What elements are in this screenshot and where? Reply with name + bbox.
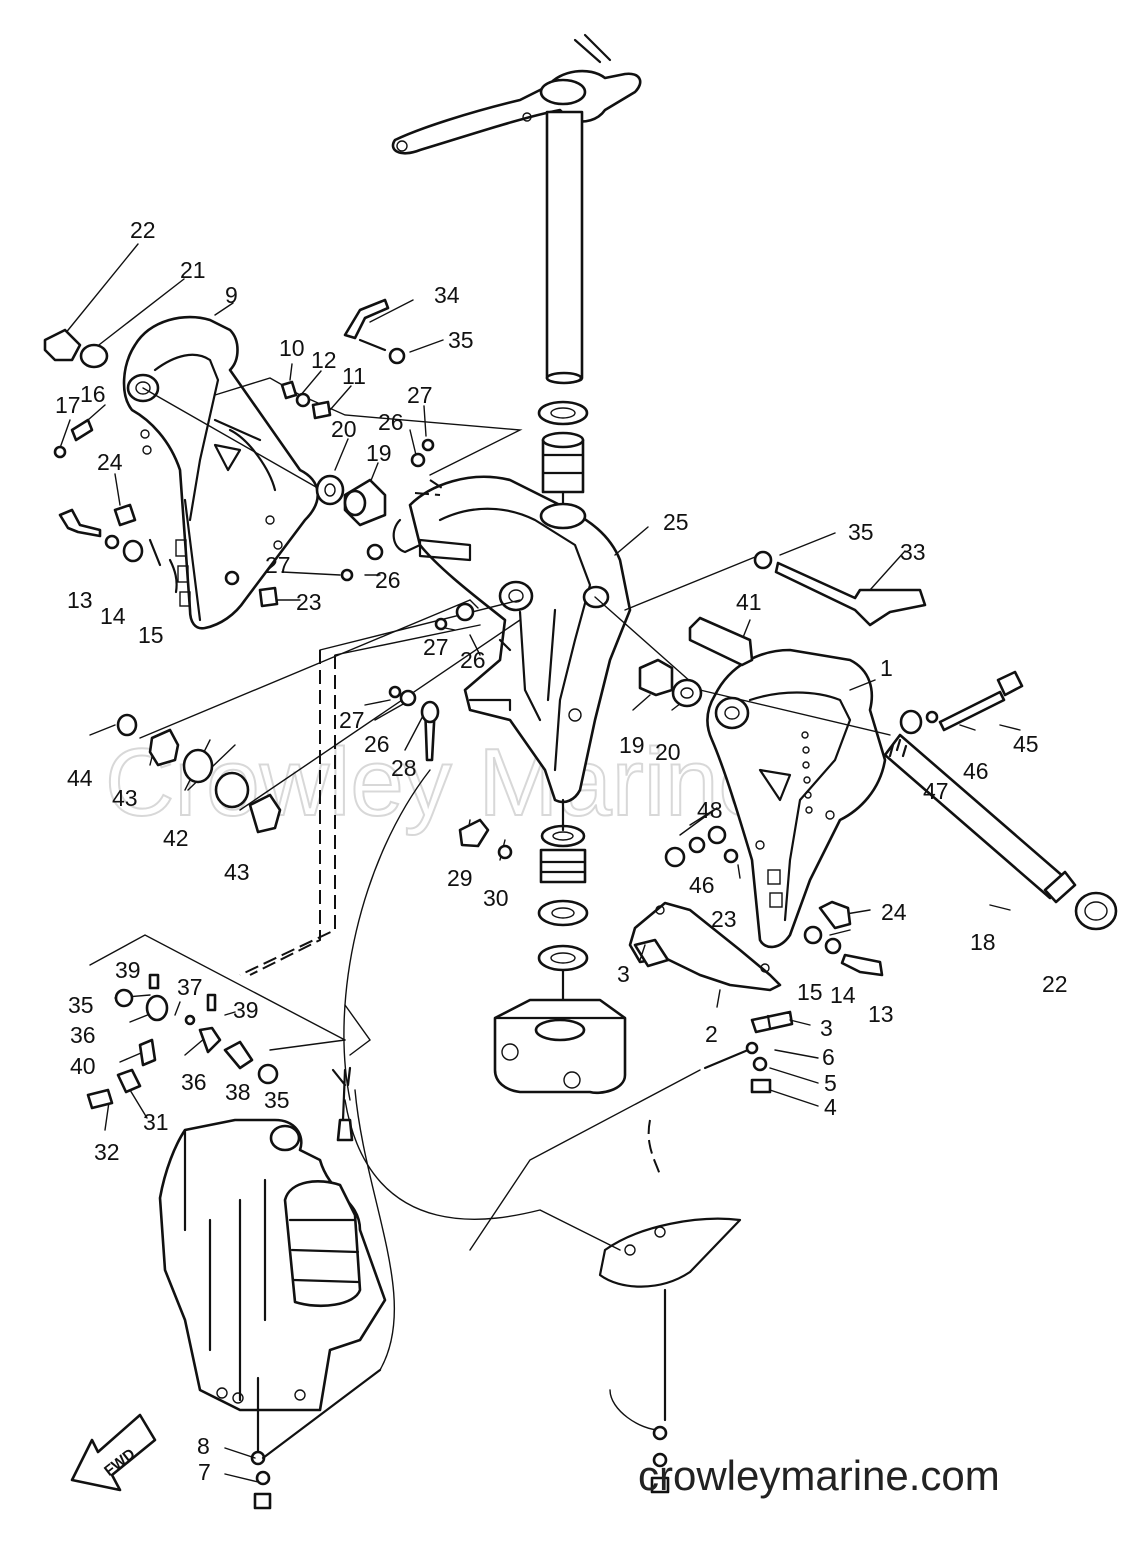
label-41: 41 bbox=[736, 589, 762, 615]
label-36: 36 bbox=[70, 1022, 96, 1048]
label-34: 34 bbox=[434, 282, 460, 308]
label-46: 46 bbox=[689, 872, 715, 898]
fwd-arrow: FWD bbox=[70, 1413, 157, 1492]
label-15: 15 bbox=[138, 622, 164, 648]
label-1: 1 bbox=[880, 655, 893, 681]
label-43: 43 bbox=[112, 785, 138, 811]
label-35: 35 bbox=[448, 327, 474, 353]
label-14: 14 bbox=[100, 603, 126, 629]
label-14: 14 bbox=[830, 982, 856, 1008]
label-26: 26 bbox=[378, 409, 404, 435]
label-27: 27 bbox=[423, 634, 449, 660]
label-23: 23 bbox=[296, 589, 322, 615]
label-44: 44 bbox=[67, 765, 93, 791]
label-22: 22 bbox=[1042, 971, 1068, 997]
label-28: 28 bbox=[391, 755, 417, 781]
label-47: 47 bbox=[923, 778, 949, 804]
part-number-labels: 22 21 9 34 35 10 12 11 17 16 27 26 20 19… bbox=[55, 217, 1068, 1485]
label-38: 38 bbox=[225, 1079, 251, 1105]
label-8: 8 bbox=[197, 1433, 210, 1459]
label-18: 18 bbox=[970, 929, 996, 955]
label-13: 13 bbox=[67, 587, 93, 613]
label-30: 30 bbox=[483, 885, 509, 911]
label-13: 13 bbox=[868, 1001, 894, 1027]
label-32: 32 bbox=[94, 1139, 120, 1165]
label-25: 25 bbox=[663, 509, 689, 535]
label-46: 46 bbox=[963, 758, 989, 784]
label-20: 20 bbox=[655, 739, 681, 765]
label-16: 16 bbox=[80, 381, 106, 407]
hardware-parts bbox=[43, 298, 927, 1110]
label-29: 29 bbox=[447, 865, 473, 891]
label-39: 39 bbox=[115, 957, 141, 983]
label-19: 19 bbox=[366, 440, 392, 466]
tilt-pin bbox=[883, 733, 1118, 931]
label-26: 26 bbox=[460, 647, 486, 673]
label-11: 11 bbox=[342, 363, 366, 389]
label-17: 17 bbox=[55, 392, 81, 418]
label-24: 24 bbox=[881, 899, 907, 925]
watermark: Crowley Marine bbox=[105, 729, 772, 836]
label-27: 27 bbox=[339, 707, 365, 733]
power-trim-tilt-unit bbox=[158, 1066, 387, 1510]
label-35: 35 bbox=[264, 1087, 290, 1113]
label-43: 43 bbox=[224, 859, 250, 885]
label-5: 5 bbox=[824, 1070, 837, 1096]
label-2: 2 bbox=[705, 1021, 718, 1047]
swivel-bracket bbox=[392, 475, 632, 804]
label-22: 22 bbox=[130, 217, 156, 243]
label-48: 48 bbox=[697, 797, 723, 823]
tilt-bolt bbox=[899, 670, 1024, 735]
label-39: 39 bbox=[233, 997, 259, 1023]
label-10: 10 bbox=[279, 335, 305, 361]
label-26: 26 bbox=[364, 731, 390, 757]
label-35: 35 bbox=[848, 519, 874, 545]
label-9: 9 bbox=[225, 282, 238, 308]
label-35: 35 bbox=[68, 992, 94, 1018]
label-37: 37 bbox=[177, 974, 203, 1000]
label-20: 20 bbox=[331, 416, 357, 442]
label-12: 12 bbox=[311, 347, 337, 373]
label-19: 19 bbox=[619, 732, 645, 758]
label-6: 6 bbox=[822, 1044, 835, 1070]
label-26: 26 bbox=[375, 567, 401, 593]
label-4: 4 bbox=[824, 1094, 837, 1120]
lower-engine-outline bbox=[598, 1119, 742, 1494]
label-27: 27 bbox=[407, 382, 433, 408]
steering-shaft bbox=[537, 110, 589, 507]
label-7: 7 bbox=[198, 1459, 211, 1485]
clamp-bracket-right bbox=[706, 648, 887, 949]
label-42: 42 bbox=[163, 825, 189, 851]
label-3: 3 bbox=[820, 1015, 833, 1041]
label-23: 23 bbox=[711, 906, 737, 932]
label-33: 33 bbox=[900, 539, 926, 565]
label-24: 24 bbox=[97, 449, 123, 475]
label-21: 21 bbox=[180, 257, 206, 283]
steering-arm bbox=[391, 33, 642, 155]
support-bracket bbox=[628, 901, 794, 1094]
label-15: 15 bbox=[797, 979, 823, 1005]
label-31: 31 bbox=[143, 1109, 169, 1135]
label-40: 40 bbox=[70, 1053, 96, 1079]
label-45: 45 bbox=[1013, 731, 1039, 757]
clamp-bracket-left bbox=[122, 315, 320, 630]
footer-url[interactable]: crowleymarine.com bbox=[638, 1452, 1000, 1499]
label-36: 36 bbox=[181, 1069, 207, 1095]
lower-shaft-parts bbox=[493, 798, 627, 1095]
label-27: 27 bbox=[265, 552, 291, 578]
label-3: 3 bbox=[617, 961, 630, 987]
